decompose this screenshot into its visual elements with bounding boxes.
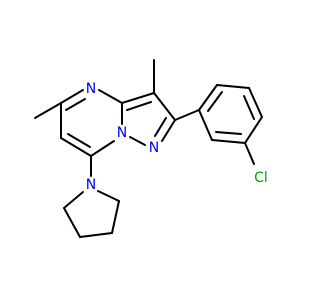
bond-c5-n4-double (65, 98, 86, 111)
bond-cb-cc (79, 232, 113, 238)
bond-ar5-cl (244, 142, 255, 165)
bond-ca-cb (111, 200, 120, 234)
molecule-structure: N N N N Cl (34, 59, 268, 238)
atom-labels: N N N N Cl (86, 81, 268, 193)
bond-ar6-ar1 (198, 109, 213, 141)
molecule-diagram: N N N N Cl (34, 59, 268, 238)
atom-n1-label: N (149, 140, 159, 156)
bond-c5-methyl (34, 102, 62, 119)
bond-c2-n1 (161, 119, 176, 142)
bond-ar4-ar5 (244, 116, 263, 144)
bond-c5-n4 (60, 89, 84, 104)
bond-c3a-c3 (121, 92, 155, 104)
bond-ar3-ar4 (248, 87, 263, 118)
atom-n4-label: N (86, 81, 96, 97)
atom-cl-label: Cl (254, 170, 268, 186)
bond-c3a-c3-double (126, 101, 152, 111)
bond-ar5-ar6-double (215, 131, 242, 135)
bond-ar5-ar6 (211, 139, 246, 144)
bond-n7a-c7 (90, 140, 115, 157)
bond-cd-npyr (63, 191, 84, 209)
bond-cc-cd (63, 207, 81, 238)
bond-ar1-ar2-double (207, 91, 223, 112)
atom-npyr-label: N (86, 177, 96, 193)
bond-ar3-ar4-double (243, 95, 255, 120)
bond-c7-c6 (60, 137, 92, 157)
bond-ar2-ar3 (216, 84, 250, 89)
atom-n7a-label: N (117, 125, 127, 141)
bonds (34, 59, 263, 238)
bond-n4-c3a (98, 89, 123, 104)
bond-c2-aryl (174, 109, 200, 121)
bond-c7-c6-double (67, 133, 91, 148)
bond-c2-n1-double (154, 117, 167, 137)
bond-ar1-ar2 (198, 84, 218, 111)
bond-c3-c2 (153, 92, 176, 121)
bond-n1-n7a (129, 136, 146, 146)
bond-npyr-ca (97, 190, 120, 202)
